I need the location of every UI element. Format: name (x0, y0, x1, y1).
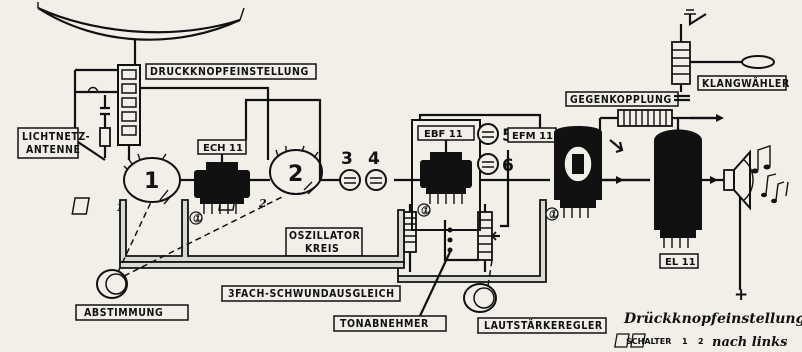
tonabnehmer-pointer (419, 251, 451, 317)
oscillator-coil-2: 2 2 (218, 145, 323, 211)
tonabnehmer-jack (443, 220, 478, 262)
note-box-2: 2 (698, 337, 704, 346)
oszillator-label-line2: KREIS (305, 243, 339, 255)
note-title: Drückknopfeinstellung: (623, 311, 802, 327)
plus-terminal: + (734, 285, 748, 305)
agc-marker-1: ① (192, 212, 203, 225)
tube-el11: EL 11 (654, 129, 702, 269)
plate-wiring (600, 128, 718, 184)
tube-ech11: ECH 11 (194, 139, 250, 214)
agc-marker-2: ① (420, 204, 431, 217)
pushbutton-panel (117, 64, 270, 160)
tube-ech11-label: ECH 11 (203, 143, 243, 154)
tube-efm11: EFM 11 (507, 126, 602, 218)
drueckknopf-label: DRUCKKNOPFEINSTELLUNG (145, 63, 317, 80)
tonabnehmer-label-text: TONABNEHMER (340, 318, 429, 330)
tube-el11-label: EL 11 (665, 257, 696, 268)
resistor-left (403, 204, 417, 272)
klangwaehler-label-text: KLANGWÄHLER (702, 76, 790, 90)
filter-6-number: 6 (502, 156, 514, 176)
filter-3-number: 3 (341, 149, 353, 169)
note-schalter: SCHALTER (626, 337, 671, 346)
lichtnetz-antenna-circuit (73, 70, 120, 161)
note-box-1: 1 (682, 337, 688, 346)
tuning-knob (96, 195, 285, 299)
drueckknopf-label-text: DRUCKKNOPFEINSTELLUNG (150, 66, 309, 78)
antenna-wire (37, 2, 245, 72)
tube-ebf11: EBF 11 (411, 119, 481, 231)
tube-ebf11-label: EBF 11 (424, 129, 463, 140)
schwund-label-text: 3FACH-SCHWUNDAUSGLEICH (228, 288, 395, 300)
lautstaerke-label: LAUTSTÄRKEREGLER (477, 317, 607, 334)
klangwaehler-label: KLANGWÄHLER (697, 75, 790, 91)
agc-markers: ① ① ① (189, 203, 559, 225)
abstimmung-label-text: ABSTIMMUNG (84, 307, 163, 319)
agc-marker-3: ① (548, 208, 559, 221)
pushbutton-note: Drückknopfeinstellung: SCHALTER 1 2 nach… (614, 311, 802, 350)
lichtnetz-label-line2: ANTENNE (26, 144, 81, 156)
if-filter-4: 4 (365, 149, 387, 191)
coil-1-number: 1 (144, 169, 159, 194)
gegenkopplung-label-text: GEGENKOPPLUNG (570, 94, 672, 106)
lichtnetz-label-line1: LICHTNETZ- (22, 131, 90, 143)
volume-knob (463, 259, 497, 313)
if-filter-3: 3 (339, 149, 361, 191)
tube-efm11-label: EFM 11 (512, 131, 553, 142)
music-notes-icon (751, 145, 789, 204)
schwund-label: 3FACH-SCHWUNDAUSGLEICH (221, 285, 401, 302)
klangwaehler-switch (671, 9, 775, 102)
lautstaerke-label-text: LAUTSTÄRKEREGLER (484, 318, 603, 332)
volume-potentiometer (477, 204, 500, 272)
agc-bus (119, 199, 547, 283)
oszillator-label: OSZILLATOR KREIS (285, 227, 363, 257)
switch-2-number: 2 (258, 197, 267, 210)
note-tail: nach links (712, 335, 788, 350)
abstimmung-label: ABSTIMMUNG (75, 304, 189, 321)
oszillator-label-line1: OSZILLATOR (289, 230, 361, 242)
lichtnetz-label: LICHTNETZ- ANTENNE (17, 127, 90, 159)
if-filter-6: 6 (477, 153, 514, 176)
coil-2-number: 2 (288, 162, 303, 187)
gegenkopplung-label: GEGENKOPPLUNG (565, 91, 679, 107)
filter-4-number: 4 (368, 149, 380, 169)
tonabnehmer-label: TONABNEHMER (333, 315, 447, 332)
loudspeaker (702, 149, 754, 290)
gegenkopplung-network (598, 109, 724, 180)
